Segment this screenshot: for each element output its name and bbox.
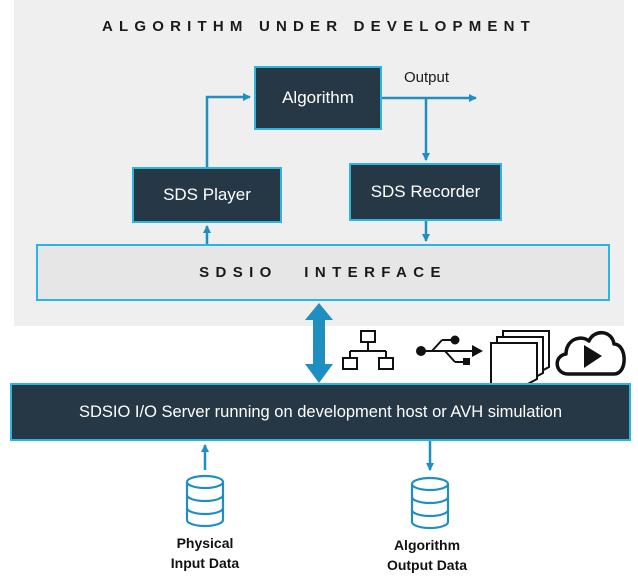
algorithm-box: Algorithm — [254, 66, 382, 130]
usb-icon — [416, 335, 483, 365]
physical-input-database-icon — [185, 474, 225, 528]
algorithm-label: Algorithm — [282, 88, 354, 107]
region-title: ALGORITHM UNDER DEVELOPMENT — [101, 18, 537, 35]
algorithm-output-label-line2: Output Data — [386, 557, 468, 573]
sdsio-server-label: SDSIO I/O Server running on development … — [78, 402, 562, 421]
sdsio-server-box: SDSIO I/O Server running on development … — [10, 383, 631, 441]
algorithm-output-label-line1: Algorithm — [393, 537, 461, 553]
bidirectional-io-arrow — [305, 303, 333, 383]
sdsio-interface-label: SDSIO INTERFACE — [199, 264, 447, 281]
files-icon — [490, 330, 550, 387]
algorithm-output-data-label: Algorithm Output Data — [372, 535, 482, 575]
physical-input-data-label: Physical Input Data — [150, 533, 260, 573]
sds-recorder-box: SDS Recorder — [349, 163, 502, 221]
sdsio-interface-bar: SDSIO INTERFACE — [36, 244, 610, 301]
network-icon — [342, 330, 394, 370]
sds-player-box: SDS Player — [132, 167, 282, 223]
algorithm-output-database-icon — [410, 476, 450, 530]
physical-input-label-line2: Input Data — [170, 555, 240, 571]
physical-input-label-line1: Physical — [176, 535, 234, 551]
output-label: Output — [404, 69, 450, 86]
sds-recorder-label: SDS Recorder — [370, 182, 481, 201]
cloud-play-icon — [555, 331, 626, 376]
sds-player-label: SDS Player — [163, 185, 251, 204]
player-to-algorithm-arrow — [205, 93, 251, 167]
